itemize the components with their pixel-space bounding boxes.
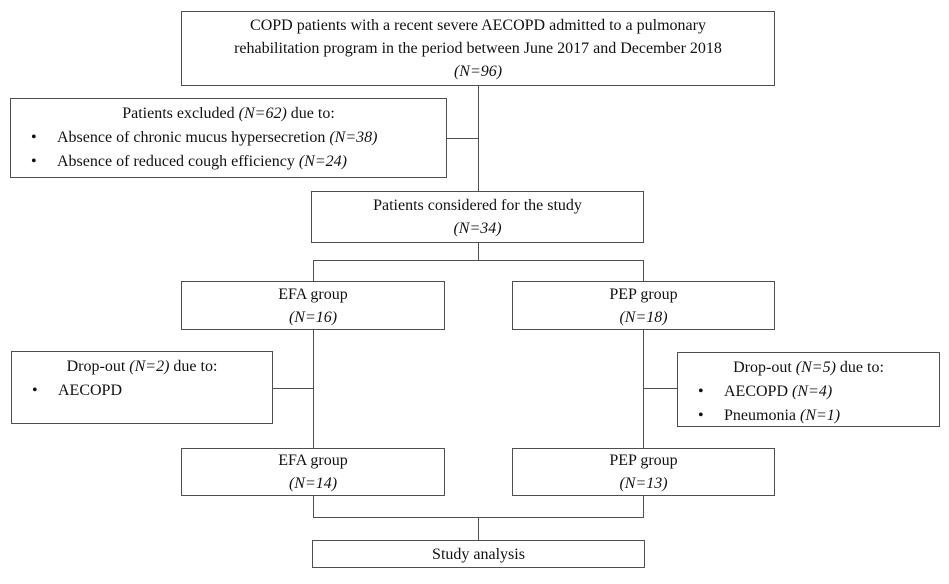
box-enrollment: COPD patients with a recent severe AECOP… — [181, 11, 775, 86]
connector-split-right-drop — [643, 260, 644, 281]
box-study-analysis: Study analysis — [312, 540, 645, 568]
box-excluded: Patients excluded (N=62) due to: • Absen… — [10, 98, 447, 178]
connector-considered-stem — [478, 243, 479, 260]
bullet-icon: • — [32, 382, 38, 399]
enrollment-line1: COPD patients with a recent severe AECOP… — [250, 17, 706, 34]
connector-pep2-drop — [643, 496, 644, 517]
box-efa-group-1: EFA group (N=16) — [181, 281, 445, 330]
enrollment-line2: rehabilitation program in the period bet… — [234, 40, 722, 57]
excluded-bullet-2: • Absence of reduced cough efficiency (N… — [11, 150, 446, 174]
connector-dropout-left-branch — [273, 388, 313, 389]
connector-excluded-branch — [447, 138, 478, 139]
excluded-heading: Patients excluded (N=62) due to: — [122, 105, 335, 122]
efa2-n: (N=14) — [288, 475, 338, 492]
box-pep-group-1: PEP group (N=18) — [512, 281, 775, 330]
dropout-right-bullet-2: • Pneumonia (N=1) — [678, 404, 939, 428]
box-dropout-left: Drop-out (N=2) due to: • AECOPD — [11, 351, 273, 424]
box-dropout-right: Drop-out (N=5) due to: • AECOPD (N=4) • … — [677, 352, 940, 427]
efa1-n: (N=16) — [288, 308, 338, 326]
box-considered: Patients considered for the study (N=34) — [311, 191, 644, 243]
connector-dropout-right-branch — [643, 388, 677, 389]
pep1-n: (N=18) — [619, 308, 668, 326]
dropout-left-heading: Drop-out (N=2) due to: — [66, 358, 218, 375]
efa2-label: EFA group — [278, 452, 348, 469]
bullet-icon: • — [698, 383, 704, 400]
pep2-label: PEP group — [609, 452, 678, 469]
considered-n: (N=34) — [453, 220, 502, 237]
considered-line1: Patients considered for the study — [373, 197, 582, 214]
connector-efa2-drop — [313, 496, 314, 517]
dropout-left-bullet-1: • AECOPD — [12, 379, 272, 403]
analysis-label: Study analysis — [432, 545, 525, 563]
pep2-n: (N=13) — [619, 475, 668, 492]
bullet-icon: • — [698, 407, 704, 424]
connector-enrollment-to-considered — [478, 86, 479, 191]
connector-split-horizontal — [313, 260, 644, 261]
dropout-right-heading: Drop-out (N=5) due to: — [733, 359, 884, 376]
efa1-label: EFA group — [278, 285, 348, 303]
box-efa-group-2: EFA group (N=14) — [181, 448, 445, 496]
bullet-icon: • — [31, 129, 37, 146]
connector-efa-vertical — [313, 330, 314, 448]
box-pep-group-2: PEP group (N=13) — [512, 448, 775, 496]
pep1-label: PEP group — [609, 285, 678, 303]
connector-split-left-drop — [313, 260, 314, 281]
dropout-right-bullet-1: • AECOPD (N=4) — [678, 380, 939, 404]
enrollment-n: (N=96) — [453, 63, 503, 80]
connector-merge-to-analysis — [478, 517, 479, 540]
connector-pep-vertical — [643, 330, 644, 448]
excluded-bullet-1: • Absence of chronic mucus hypersecretio… — [11, 126, 446, 150]
bullet-icon: • — [31, 153, 37, 170]
